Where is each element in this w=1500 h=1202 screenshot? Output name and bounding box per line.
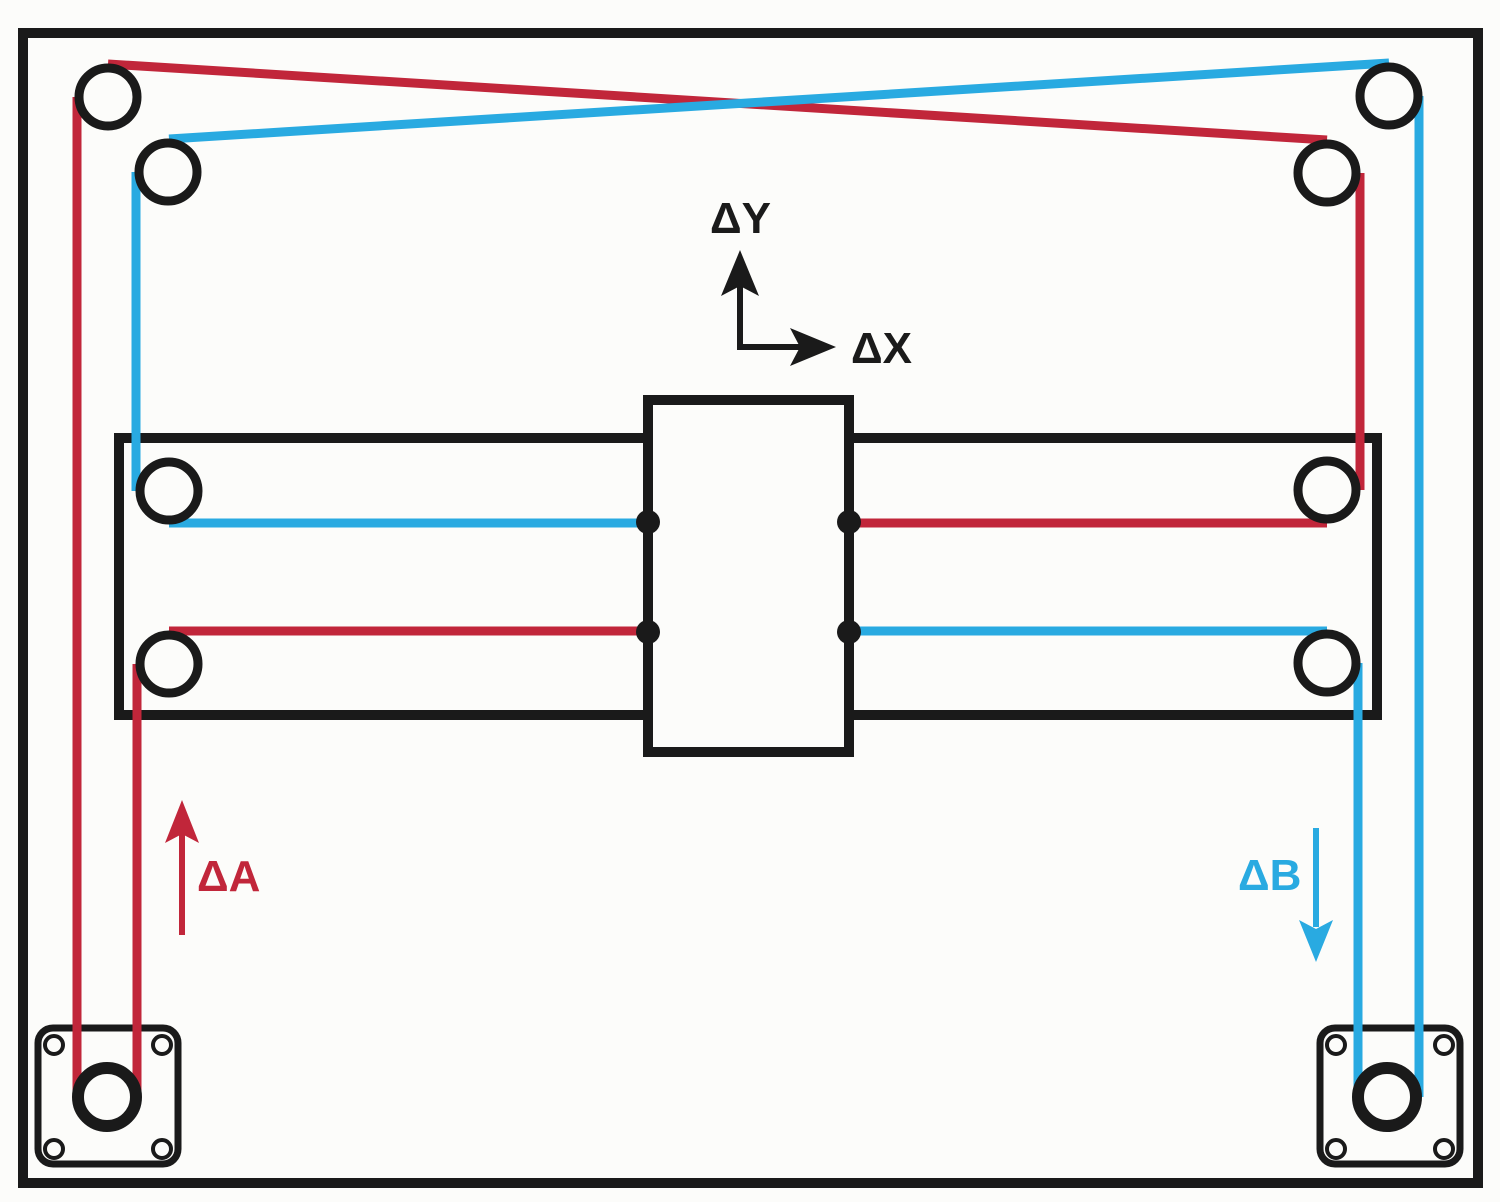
axis-indicator: ΔY ΔX: [710, 194, 912, 373]
belt-anchor-dot: [837, 620, 861, 644]
motor-b-screw-hole: [1325, 1034, 1347, 1056]
idler-pulley-top-left-inner: [134, 138, 202, 206]
motor-a-screw-hole: [151, 1138, 173, 1160]
motor-a-pulley: [72, 1062, 142, 1132]
belt-b-top-run: [168, 58, 1390, 144]
delta-a-arrowhead: [165, 800, 199, 843]
motor-b-screw-hole: [1325, 1138, 1347, 1160]
delta-b-arrowhead: [1299, 920, 1333, 962]
motor-a-screw-hole: [151, 1034, 173, 1056]
belt-b-path: [131, 58, 1424, 1097]
motor-b-screw-hole: [1433, 1138, 1455, 1160]
idler-pulley-gantry-left-top: [135, 457, 203, 525]
axis-y-arrowhead: [721, 250, 759, 296]
idler-pulley-gantry-right-top: [1293, 456, 1361, 524]
idler-pulley-gantry-left-bottom: [135, 630, 203, 698]
axis-x-arrowhead: [790, 328, 836, 366]
motor-a-screw-hole: [43, 1034, 65, 1056]
motor-a-motion-arrow: ΔA: [165, 800, 260, 935]
idler-pulley-top-left-outer: [74, 63, 142, 131]
machine-frame: [18, 28, 1483, 1188]
delta-y-label: ΔY: [710, 194, 771, 243]
motor-b-pulley: [1352, 1062, 1422, 1132]
belt-anchor-dot: [636, 620, 660, 644]
belt-anchor-dot: [636, 510, 660, 534]
idler-pulley-top-right-outer: [1355, 62, 1423, 130]
belt-anchor-dot: [837, 510, 861, 534]
motor-a-screw-hole: [43, 1138, 65, 1160]
delta-b-label: ΔB: [1238, 851, 1301, 900]
axis-elbow-line: [737, 285, 800, 350]
belt-a-path: [72, 59, 1365, 1097]
motor-b-screw-hole: [1433, 1034, 1455, 1056]
carriage: [643, 395, 854, 757]
motor-b-motion-arrow: ΔB: [1238, 828, 1333, 962]
delta-x-label: ΔX: [851, 324, 912, 373]
idler-pulley-gantry-right-bottom: [1293, 629, 1361, 697]
idler-pulley-top-right-inner: [1293, 139, 1361, 207]
delta-a-label: ΔA: [197, 852, 260, 901]
